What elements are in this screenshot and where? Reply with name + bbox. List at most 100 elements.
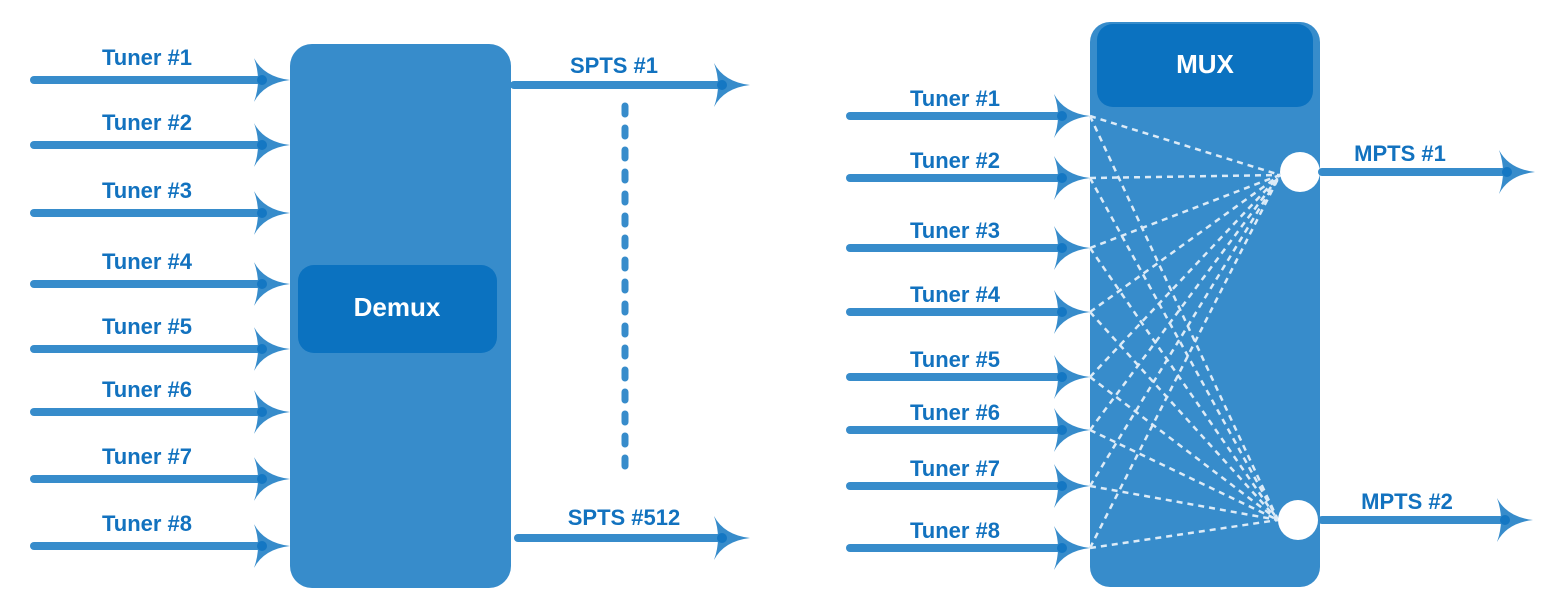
mux-input-label: Tuner #2 (910, 148, 1000, 173)
arrowhead-icon (1499, 150, 1535, 194)
demux-input-label: Tuner #5 (102, 314, 192, 339)
demux-input-label: Tuner #8 (102, 511, 192, 536)
mux-section: MUX (1088, 22, 1320, 587)
demux-input-arrow (30, 191, 290, 235)
arrow-joint (1057, 481, 1067, 491)
arrow-joint (257, 279, 267, 289)
demux-input-label: Tuner #6 (102, 377, 192, 402)
mux-input-arrow (846, 408, 1090, 452)
arrowhead-icon (1054, 464, 1090, 508)
mux-input-label: Tuner #1 (910, 86, 1000, 111)
arrowhead-icon (254, 390, 290, 434)
arrow-joint (257, 208, 267, 218)
mux-mesh-line (1088, 174, 1282, 549)
demux-input-arrow (30, 327, 290, 371)
spts-output-arrow (514, 516, 750, 560)
arrow-joint (257, 474, 267, 484)
mux-input-arrow (846, 290, 1090, 334)
mux-input-arrow (846, 156, 1090, 200)
mpts-output-label: MPTS #2 (1361, 489, 1453, 514)
mpts-output-arrow (1318, 498, 1533, 542)
arrow-joint (1057, 307, 1067, 317)
arrowhead-icon (254, 58, 290, 102)
arrow-joint (257, 140, 267, 150)
mux-hub-node (1278, 500, 1318, 540)
mux-input-label: Tuner #3 (910, 218, 1000, 243)
mux-input-arrow (846, 464, 1090, 508)
mux-mesh-line (1089, 173, 1281, 250)
mpts-output-label: MPTS #1 (1354, 141, 1446, 166)
spts-output-arrow (510, 63, 750, 107)
mux-title: MUX (1176, 49, 1234, 79)
arrow-joint (1500, 515, 1510, 525)
mux-mesh-line (1089, 174, 1281, 378)
mux-input-arrow (846, 355, 1090, 399)
mux-block (1090, 22, 1320, 587)
arrow-joint (1057, 111, 1067, 121)
arrow-joint (717, 80, 727, 90)
arrow-joint (1057, 425, 1067, 435)
mux-input-label: Tuner #6 (910, 400, 1000, 425)
mux-mesh-line (1088, 174, 1282, 487)
mux-mesh-line (1089, 311, 1279, 521)
arrow-joint (717, 533, 727, 543)
mux-input-arrow (846, 94, 1090, 138)
mux-hub-node (1280, 152, 1320, 192)
demux-input-arrow (30, 262, 290, 306)
arrowhead-icon (714, 63, 750, 107)
arrowhead-icon (254, 327, 290, 371)
arrowhead-icon (254, 191, 290, 235)
arrowhead-icon (254, 457, 290, 501)
mux-mesh-line (1089, 173, 1281, 180)
arrow-joint (1057, 372, 1067, 382)
spts-output-label: SPTS #1 (570, 53, 658, 78)
mux-mesh-line (1089, 518, 1279, 550)
demux-input-arrow (30, 457, 290, 501)
demux-title: Demux (354, 292, 441, 322)
arrow-joint (257, 407, 267, 417)
mux-input-arrow (846, 526, 1090, 570)
arrowhead-icon (1054, 526, 1090, 570)
arrowhead-icon (254, 123, 290, 167)
demux-input-arrow (30, 390, 290, 434)
arrowhead-icon (254, 262, 290, 306)
mux-input-label: Tuner #7 (910, 456, 1000, 481)
mux-mesh-line (1089, 484, 1279, 522)
arrow-joint (1502, 167, 1512, 177)
mux-input-label: Tuner #5 (910, 347, 1000, 372)
arrowhead-icon (1054, 355, 1090, 399)
demux-input-label: Tuner #7 (102, 444, 192, 469)
arrowhead-icon (1054, 226, 1090, 270)
mux-mesh-line (1089, 114, 1281, 177)
spts-output-label: SPTS #512 (568, 505, 681, 530)
arrow-joint (257, 344, 267, 354)
arrowhead-icon (1054, 290, 1090, 334)
arrow-joint (1057, 543, 1067, 553)
arrowhead-icon (1054, 408, 1090, 452)
arrowhead-icon (1497, 498, 1533, 542)
demux-input-label: Tuner #1 (102, 45, 192, 70)
demux-input-arrow (30, 524, 290, 568)
mux-input-arrow (846, 226, 1090, 270)
demux-input-arrow (30, 123, 290, 167)
mux-input-label: Tuner #4 (910, 282, 1001, 307)
demux-inner-box (298, 265, 497, 353)
mpts-output-arrow (1318, 150, 1535, 194)
arrowhead-icon (1054, 156, 1090, 200)
arrowhead-icon (1054, 94, 1090, 138)
arrow-joint (1057, 173, 1067, 183)
arrowhead-icon (714, 516, 750, 560)
arrow-joint (257, 75, 267, 85)
mux-inner-box (1097, 24, 1313, 107)
mux-mesh-line (1089, 428, 1279, 522)
mux-input-label: Tuner #8 (910, 518, 1000, 543)
mux-mesh-line (1088, 174, 1282, 431)
mux-mesh-line (1088, 247, 1280, 521)
arrow-joint (1057, 243, 1067, 253)
demux-input-label: Tuner #3 (102, 178, 192, 203)
arrow-joint (257, 541, 267, 551)
mux-mesh-line (1088, 115, 1280, 521)
demux-input-arrow (30, 58, 290, 102)
demux-input-label: Tuner #4 (102, 249, 193, 274)
